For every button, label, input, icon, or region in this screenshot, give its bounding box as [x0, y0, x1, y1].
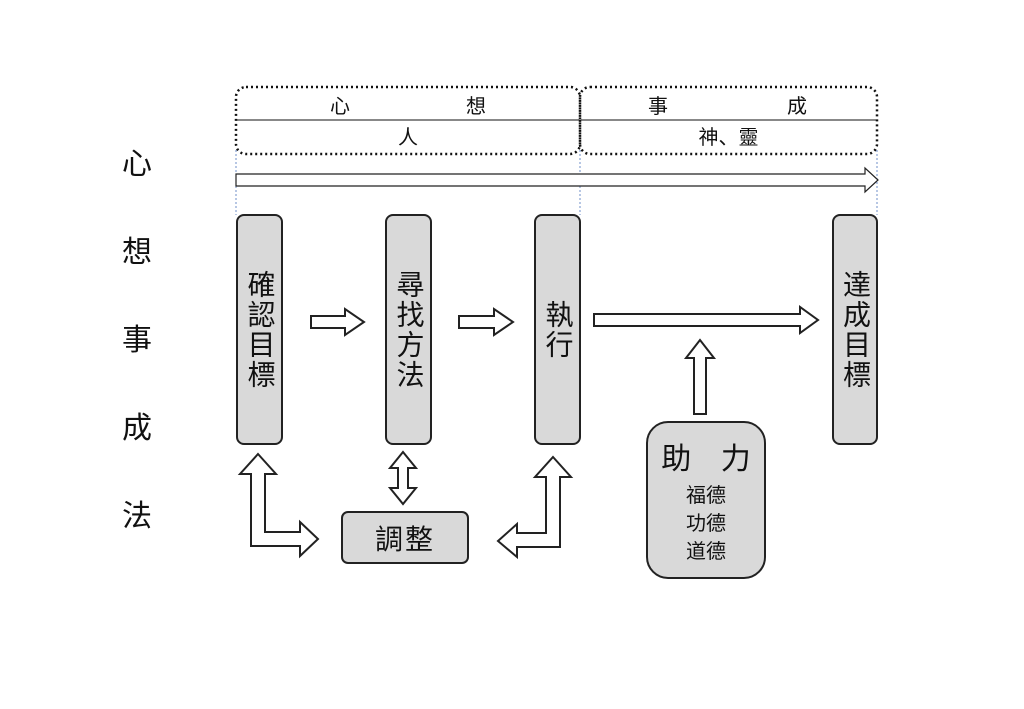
- adjust-label: 調整: [374, 522, 435, 556]
- header-right-top-1: 事: [648, 94, 668, 118]
- adjust-box: 調整: [341, 511, 469, 564]
- header-left-bottom: 人: [398, 125, 418, 149]
- step-achieve-goal: 達成目標: [832, 214, 878, 445]
- arrow-confirm-to-find: [310, 307, 366, 337]
- header-right-frame: [578, 85, 879, 156]
- step-achieve-goal-label: 達成目標: [839, 269, 872, 390]
- help-item: 道德: [686, 539, 726, 563]
- side-title: 心 想 事 成 法: [112, 150, 162, 590]
- side-title-char: 成: [122, 411, 152, 446]
- step-find-method-label: 尋找方法: [392, 269, 426, 390]
- arrow-find-adjust-double: [387, 450, 419, 506]
- arrow-execute-adjust: [496, 455, 574, 560]
- arrow-confirm-adjust: [237, 452, 320, 559]
- header-right-bottom: 神、靈: [698, 125, 759, 149]
- side-title-char: 心: [122, 147, 152, 182]
- step-execute-label: 執行: [541, 299, 575, 360]
- arrow-find-to-execute: [458, 307, 515, 337]
- step-confirm-goal: 確認目標: [236, 214, 283, 445]
- header-left-top-2: 想: [466, 94, 486, 118]
- step-confirm-goal-label: 確認目標: [243, 269, 277, 390]
- arrow-help-up: [683, 338, 717, 415]
- step-execute: 執行: [534, 214, 581, 445]
- help-box: 助 力 福德 功德 道德: [646, 421, 766, 579]
- side-title-char: 事: [122, 323, 152, 358]
- header-left-top-1: 心: [330, 94, 350, 118]
- side-title-char: 法: [122, 499, 152, 534]
- help-item: 福德: [686, 483, 726, 507]
- step-find-method: 尋找方法: [385, 214, 432, 445]
- help-title: 助 力: [661, 442, 761, 477]
- header-frames: [234, 85, 879, 156]
- timeline-arrow: [235, 166, 879, 194]
- help-item: 功德: [686, 511, 726, 535]
- side-title-char: 想: [122, 235, 152, 270]
- header-right-top-2: 成: [787, 94, 807, 118]
- header-left-frame: [234, 85, 582, 156]
- arrow-execute-to-achieve: [593, 305, 820, 335]
